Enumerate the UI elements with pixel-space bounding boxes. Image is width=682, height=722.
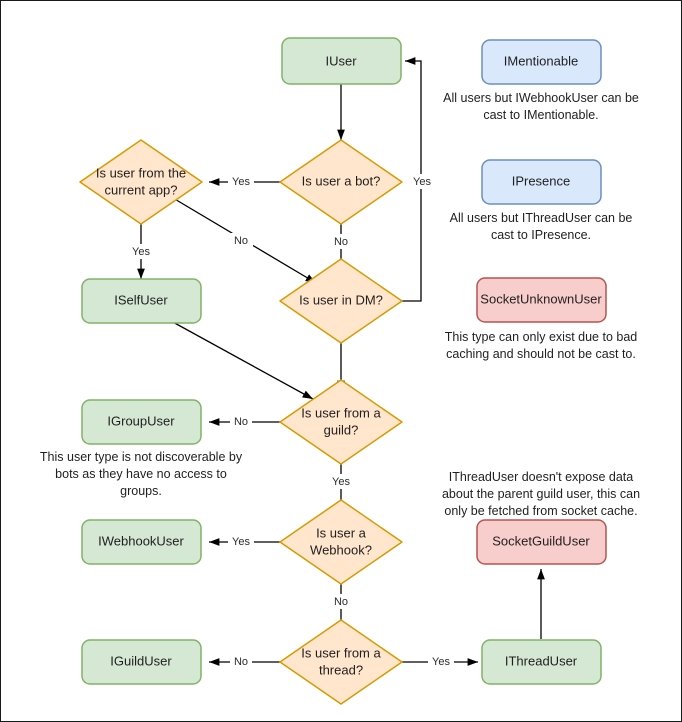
edge-label-thread-yes: Yes xyxy=(432,656,450,668)
note-igroupuser: This user type is not discoverable by bo… xyxy=(40,450,243,498)
node-ipresence-label: IPresence xyxy=(512,173,571,188)
edge-is-thread-yes-to-ithreaduser: Yes xyxy=(402,654,478,669)
node-iselfuser[interactable]: ISelfUser xyxy=(81,278,202,324)
note-socketunknownuser: This type can only exist due to bad cach… xyxy=(445,330,638,361)
node-is-user-a-bot[interactable]: Is user a bot? xyxy=(279,139,403,225)
node-socketguilduser-label: SocketGuildUser xyxy=(492,533,590,548)
note-ipresence-line2: cast to IPresence. xyxy=(491,228,591,242)
edge-current-app-yes-to-iselfuser: Yes xyxy=(128,224,156,279)
node-is-user-in-dm-label: Is user in DM? xyxy=(299,292,383,307)
node-iselfuser-label: ISelfUser xyxy=(114,292,168,307)
node-is-user-from-current-app[interactable]: Is user from the current app? xyxy=(79,139,203,225)
note-socketunknownuser-line1: This type can only exist due to bad xyxy=(445,330,638,344)
node-ipresence[interactable]: IPresence xyxy=(481,159,602,205)
node-iuser-label: IUser xyxy=(325,53,357,68)
node-is-user-from-current-app-label-line2: current app? xyxy=(105,182,178,197)
edge-label-webhook-no: No xyxy=(334,596,348,608)
edge-is-bot-no-to-is-dm: No xyxy=(329,224,353,279)
node-is-user-from-guild[interactable]: Is user from a guild? xyxy=(279,379,403,465)
edge-label-bot-yes: Yes xyxy=(232,176,250,188)
node-is-user-from-thread-label-line1: Is user from a xyxy=(301,645,381,660)
node-imentionable-label: IMentionable xyxy=(504,53,578,68)
node-is-user-from-guild-label-line1: Is user from a xyxy=(301,405,381,420)
edge-is-thread-no-to-iguilduser: No xyxy=(209,654,281,669)
note-socketguilduser-line2: about the parent guild user, this can xyxy=(442,487,640,501)
node-iuser[interactable]: IUser xyxy=(281,37,402,85)
note-socketguilduser-line1: IThreadUser doesn't expose data xyxy=(449,470,633,484)
node-is-user-a-webhook-label-line2: Webhook? xyxy=(310,542,372,557)
note-imentionable: All users but IWebhookUser can be cast t… xyxy=(443,91,639,122)
edge-label-dm-yes: Yes xyxy=(413,176,431,188)
note-igroupuser-line3: groups. xyxy=(120,484,162,498)
node-ithreaduser-label: IThreadUser xyxy=(505,653,578,668)
node-socketunknownuser-label: SocketUnknownUser xyxy=(480,291,602,306)
node-is-user-from-guild-label-line2: guild? xyxy=(324,422,359,437)
node-socketguilduser[interactable]: SocketGuildUser xyxy=(476,519,607,565)
edge-current-app-no-to-is-dm: No xyxy=(172,197,317,284)
node-igroupuser[interactable]: IGroupUser xyxy=(81,399,202,445)
node-is-user-a-webhook[interactable]: Is user a Webhook? xyxy=(279,499,403,585)
edge-label-guild-no: No xyxy=(234,416,248,428)
node-is-user-from-current-app-label-line1: Is user from the xyxy=(96,165,186,180)
edge-is-guild-no-to-igroupuser: No xyxy=(209,414,281,429)
edge-label-current-app-yes: Yes xyxy=(132,246,150,258)
edge-label-bot-no: No xyxy=(334,236,348,248)
note-ipresence: All users but IThreadUser can be cast to… xyxy=(450,211,633,242)
edge-is-bot-yes-to-current-app: Yes xyxy=(209,174,281,189)
note-igroupuser-line1: This user type is not discoverable by xyxy=(40,450,243,464)
note-imentionable-line2: cast to IMentionable. xyxy=(483,108,598,122)
node-socketunknownuser[interactable]: SocketUnknownUser xyxy=(476,277,607,323)
edge-label-current-app-no: No xyxy=(234,235,248,247)
node-imentionable[interactable]: IMentionable xyxy=(481,39,602,85)
node-is-user-a-webhook-label-line1: Is user a xyxy=(316,525,367,540)
edge-label-thread-no: No xyxy=(234,656,248,668)
node-iguilduser-label: IGuildUser xyxy=(110,653,172,668)
edge-is-webhook-yes-to-iwebhookuser: Yes xyxy=(209,534,281,549)
note-socketguilduser-line3: only be fetched from socket cache. xyxy=(444,504,637,518)
node-is-user-from-thread-label-line2: thread? xyxy=(319,662,363,677)
note-igroupuser-line2: bots as they have no access to xyxy=(55,467,227,481)
note-ipresence-line1: All users but IThreadUser can be xyxy=(450,211,633,225)
edge-label-guild-yes: Yes xyxy=(332,476,350,488)
node-is-user-from-thread[interactable]: Is user from a thread? xyxy=(279,619,403,705)
note-imentionable-line1: All users but IWebhookUser can be xyxy=(443,91,639,105)
note-socketunknownuser-line2: caching and should not be cast to. xyxy=(446,347,636,361)
node-iguilduser[interactable]: IGuildUser xyxy=(81,639,202,685)
node-iwebhookuser[interactable]: IWebhookUser xyxy=(81,519,202,565)
node-iwebhookuser-label: IWebhookUser xyxy=(98,533,184,548)
node-igroupuser-label: IGroupUser xyxy=(107,413,175,428)
node-ithreaduser[interactable]: IThreadUser xyxy=(481,639,602,685)
edge-label-webhook-yes: Yes xyxy=(232,536,250,548)
note-socketguilduser: IThreadUser doesn't expose data about th… xyxy=(442,470,640,518)
edge-is-dm-yes-to-iuser: Yes xyxy=(402,57,435,302)
node-is-user-a-bot-label: Is user a bot? xyxy=(302,173,381,188)
node-is-user-in-dm[interactable]: Is user in DM? xyxy=(279,258,403,344)
edge-iselfuser-to-is-guild xyxy=(170,320,314,400)
